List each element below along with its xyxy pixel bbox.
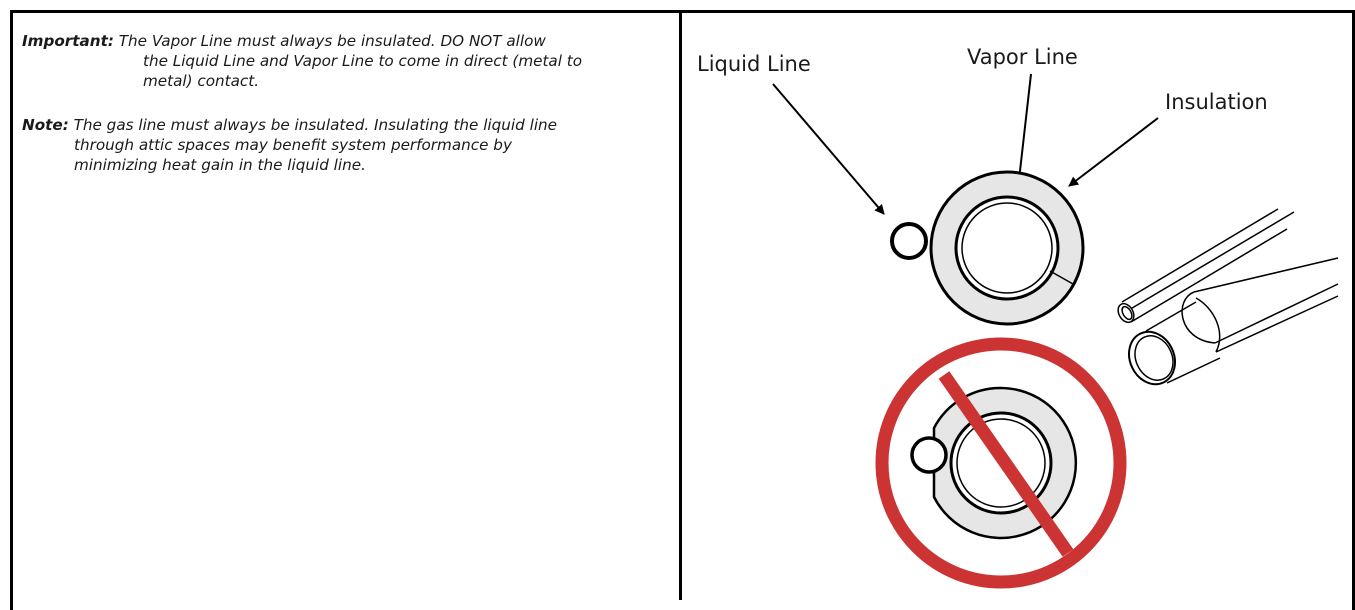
line-insulation-diagram: Liquid Line Vapor Line Insulation — [697, 45, 1339, 589]
prohibition-slash — [938, 371, 1074, 557]
note-paragraph: Note: The gas line must always be insula… — [22, 115, 672, 175]
insulation-jacket-top — [1193, 257, 1339, 293]
vapor-line-pipe-inner — [961, 202, 1053, 294]
vapor-pipe-end — [1128, 330, 1176, 386]
liquid-tube-top-edge — [1121, 208, 1279, 303]
important-label: Important: — [22, 32, 114, 50]
insulation-jacket-lower — [1215, 295, 1339, 353]
liquid-tube-inner-edge — [1121, 211, 1295, 315]
prohibition-circle — [875, 337, 1127, 589]
important-line-2: the Liquid Line and Vapor Line to come i… — [143, 52, 583, 70]
important-line-3: metal) contact. — [143, 72, 260, 90]
spacer-26 — [1195, 284, 1338, 291]
pipe-perspective-illustration — [1117, 208, 1339, 386]
note-label: Note: — [22, 116, 69, 134]
insulation-arrow — [1068, 117, 1159, 187]
insulation-jacket-bottom — [1214, 283, 1339, 344]
important-paragraph: Important: The Vapor Line must always be… — [22, 31, 672, 91]
spacer-25 — [1197, 284, 1338, 291]
insulation-jacket-face — [1195, 297, 1221, 353]
document-frame — [10, 10, 1355, 610]
figure-panel: Liquid Line Vapor Line Insulation — [682, 13, 1352, 600]
incorrect-installation-diagram — [875, 337, 1127, 589]
vapor-pipe-bottom-edge — [1166, 357, 1221, 384]
spacer-23 — [1196, 284, 1338, 291]
spacer-19 — [1192, 284, 1338, 293]
liquid-tube-bore — [1121, 305, 1133, 321]
note-line-3: minimizing heat gain in the liquid line. — [74, 156, 366, 174]
vapor-pipe-bore — [1134, 335, 1174, 381]
insulation-label: Insulation — [1165, 90, 1268, 114]
correct-installation-diagram — [890, 170, 1085, 326]
vapor-line-pipe-outer — [954, 195, 1060, 301]
liquid-line-arrow — [772, 83, 885, 215]
vapor-line-label: Vapor Line — [967, 45, 1078, 69]
vapor-pipe-top-edge — [1145, 301, 1197, 332]
text-panel: Important: The Vapor Line must always be… — [22, 31, 672, 199]
liquid-tube-bottom-edge — [1130, 228, 1288, 323]
spacer-2 — [1197, 284, 1336, 291]
liquid-line-label: Liquid Line — [697, 52, 811, 76]
column-divider — [679, 10, 682, 600]
liquid-line-pipe-touching — [910, 436, 948, 474]
liquid-line-pipe — [890, 222, 928, 260]
spacer-32 — [1194, 284, 1338, 292]
spacer-24 — [1198, 284, 1338, 290]
liquid-tube-end — [1117, 302, 1135, 324]
insulation-seam — [1049, 270, 1074, 285]
important-line-1: The Vapor Line must always be insulated.… — [118, 32, 546, 50]
vapor-line-pipe-touching-inner — [956, 418, 1046, 508]
note-line-2: through attic spaces may benefit system … — [74, 136, 512, 154]
note-line-1: The gas line must always be insulated. I… — [73, 116, 558, 134]
